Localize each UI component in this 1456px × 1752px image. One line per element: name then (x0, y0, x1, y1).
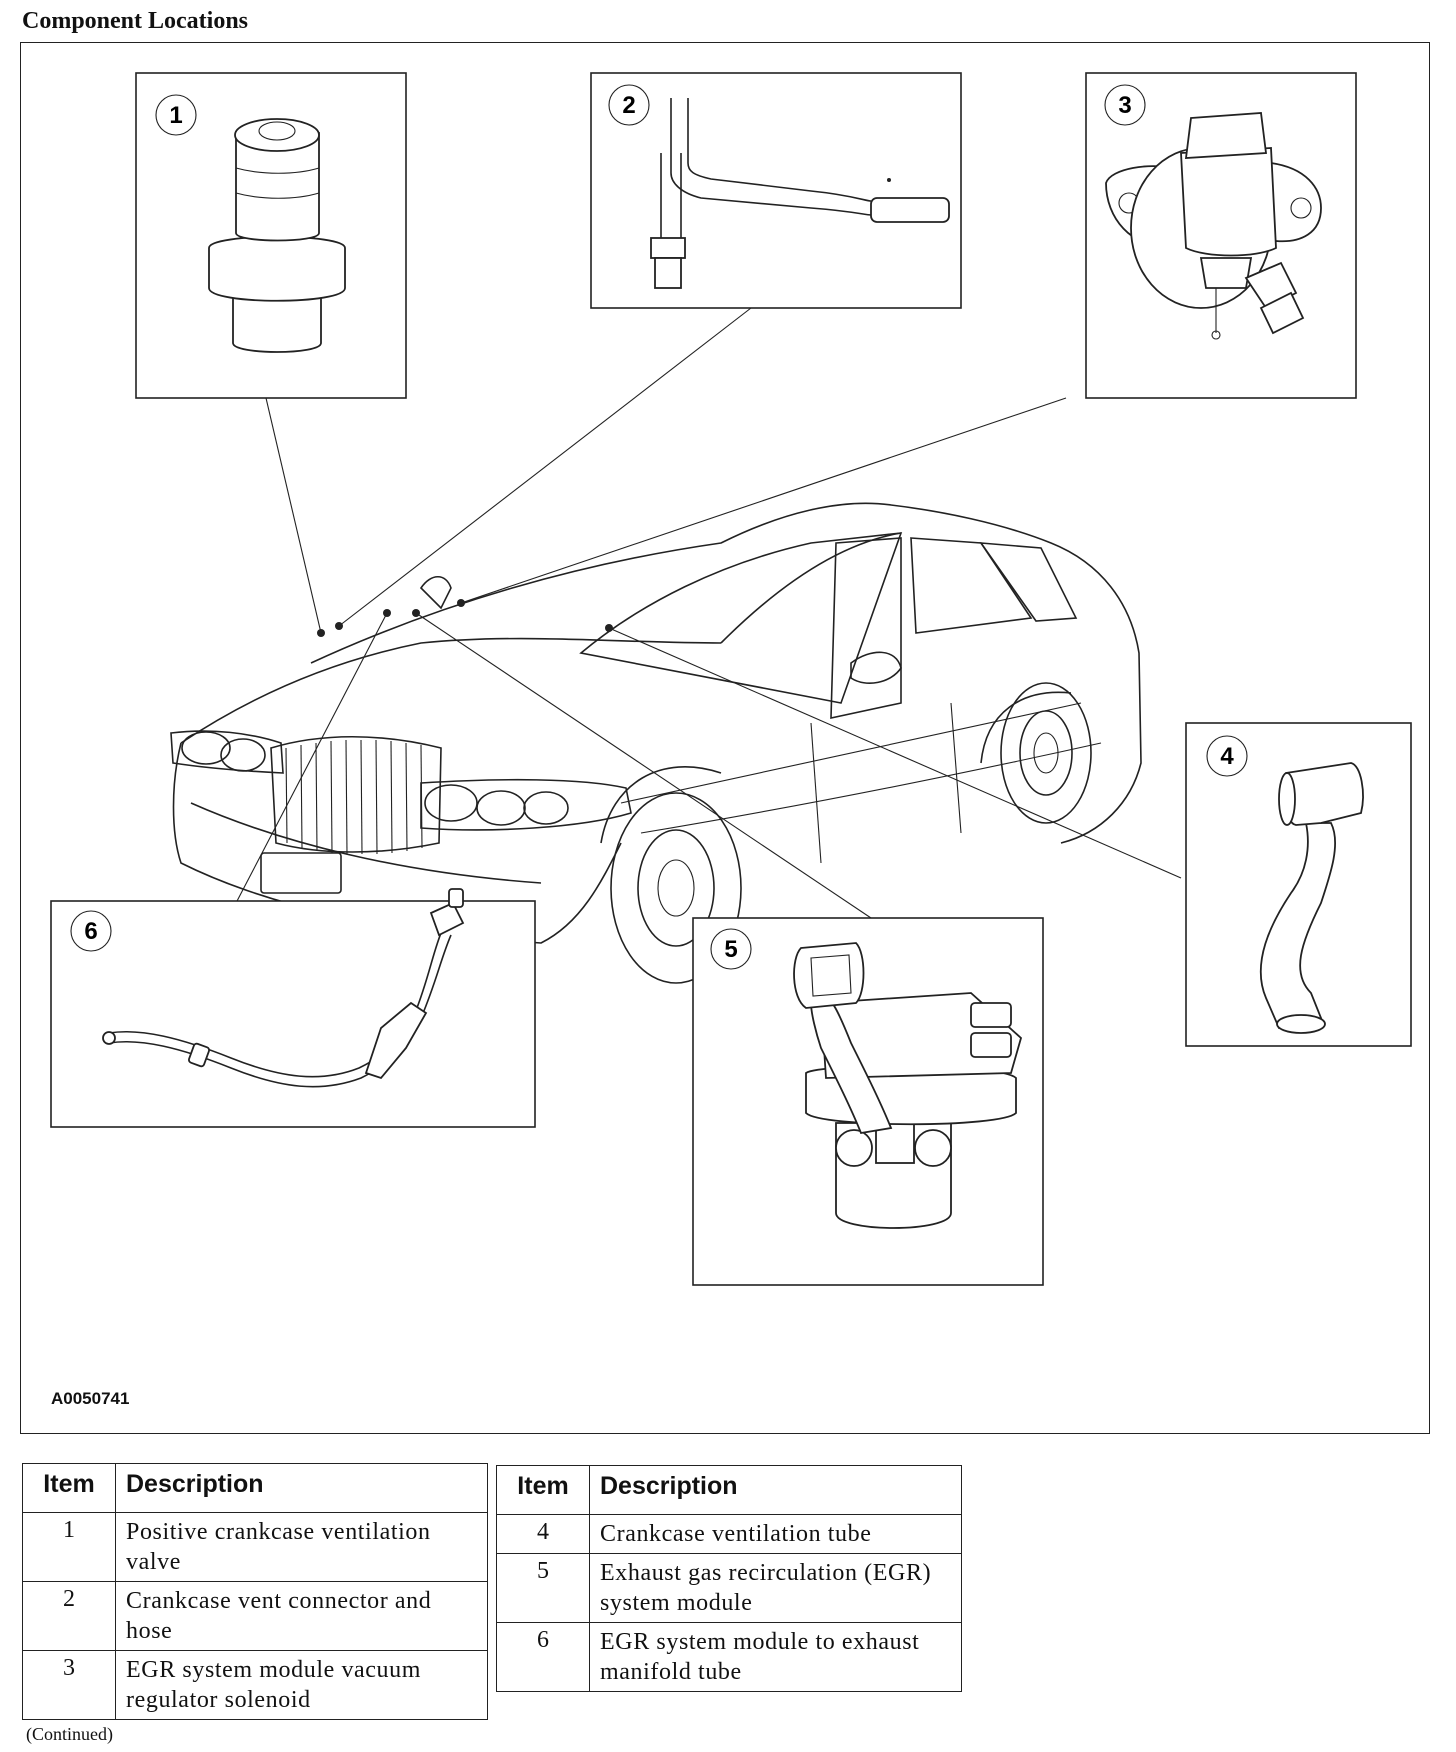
diagram-frame: 1 2 3 (20, 42, 1430, 1434)
figure-id: A0050741 (51, 1389, 130, 1408)
item-description: Crankcase vent connector and hose (115, 1581, 488, 1651)
callout-5: 5 (724, 936, 737, 963)
component-locations-diagram: 1 2 3 (50, 72, 1412, 1286)
item-number: 1 (22, 1512, 116, 1582)
parts-table-right: Item Description 4 Crankcase ventilation… (496, 1465, 962, 1692)
item-number: 4 (496, 1514, 590, 1554)
table-row: 5 Exhaust gas recirculation (EGR) system… (496, 1553, 962, 1623)
callout-6: 6 (84, 918, 97, 945)
page-title: Component Locations (22, 8, 249, 34)
item-number: 5 (496, 1553, 590, 1623)
parts-table-left: Item Description 1 Positive crankcase ve… (22, 1463, 488, 1720)
column-header-description: Description (589, 1465, 962, 1515)
inset-5-egr-system-module: 5 (692, 917, 1044, 1286)
item-number: 2 (22, 1581, 116, 1651)
item-description: Crankcase ventilation tube (589, 1514, 962, 1554)
callout-2: 2 (622, 92, 635, 119)
inset-4-crankcase-ventilation-tube: 4 (1185, 722, 1412, 1047)
column-header-item: Item (496, 1465, 590, 1515)
table-header-row: Item Description (22, 1463, 488, 1513)
item-description: Exhaust gas recirculation (EGR) system m… (589, 1553, 962, 1623)
table-row: 2 Crankcase vent connector and hose (22, 1581, 488, 1651)
item-number: 6 (496, 1622, 590, 1692)
leader-lines (235, 307, 1182, 919)
callout-1: 1 (169, 102, 182, 129)
item-description: EGR system module to exhaust manifold tu… (589, 1622, 962, 1692)
item-description: Positive crankcase ventilation valve (115, 1512, 488, 1582)
table-row: 6 EGR system module to exhaust manifold … (496, 1622, 962, 1692)
callout-3: 3 (1118, 92, 1131, 119)
table-row: 3 EGR system module vacuum regulator sol… (22, 1650, 488, 1720)
item-number: 3 (22, 1650, 116, 1720)
inset-2-vent-connector-hose: 2 (590, 72, 962, 309)
column-header-description: Description (115, 1463, 488, 1513)
table-row: 1 Positive crankcase ventilation valve (22, 1512, 488, 1582)
callout-4: 4 (1220, 743, 1234, 770)
inset-1-pcv-valve: 1 (135, 72, 407, 399)
inset-6-egr-exhaust-tube: 6 (50, 888, 536, 1128)
inset-3-vacuum-regulator-solenoid: 3 (1085, 72, 1357, 399)
column-header-item: Item (22, 1463, 116, 1513)
continued-note: (Continued) (26, 1724, 113, 1744)
item-description: EGR system module vacuum regulator solen… (115, 1650, 488, 1720)
table-header-row: Item Description (496, 1465, 962, 1515)
table-row: 4 Crankcase ventilation tube (496, 1514, 962, 1554)
